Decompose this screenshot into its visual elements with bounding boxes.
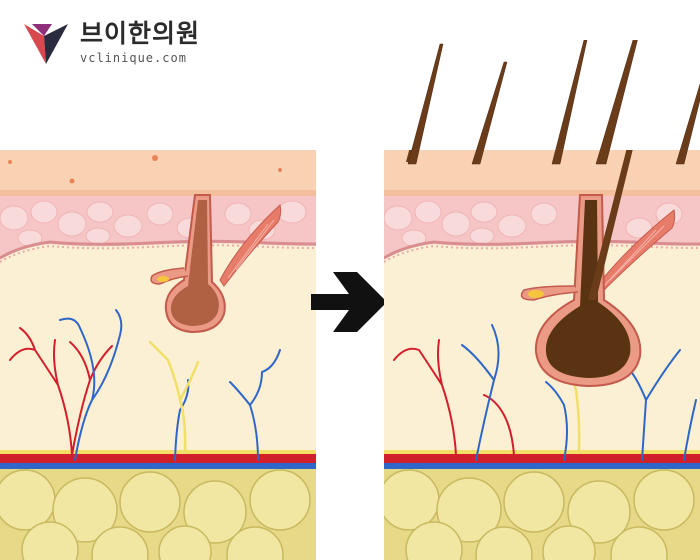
vein — [0, 463, 316, 469]
nerve-branches — [148, 340, 200, 452]
brand-url: vclinique.com — [80, 51, 187, 65]
hair-follicle-large — [520, 194, 642, 388]
vein-branches — [59, 309, 281, 461]
hair-follicle-small — [150, 194, 226, 334]
skin-panel-before — [0, 150, 316, 560]
v-logo-icon — [24, 24, 68, 64]
hair-shafts-above-skin — [407, 40, 700, 165]
artery-branches — [9, 327, 113, 456]
skin-panel-after — [384, 150, 700, 560]
brand-name: 브이한의원 — [80, 19, 201, 48]
arrector-muscle — [219, 204, 282, 287]
epidermis-layer — [0, 150, 316, 192]
epidermis-layer — [384, 150, 700, 192]
transition-arrow — [311, 272, 387, 332]
logo-text: 브이한의원 vclinique.com — [80, 19, 201, 66]
artery — [0, 454, 316, 463]
clinic-logo: 브이한의원 vclinique.com — [22, 18, 200, 66]
